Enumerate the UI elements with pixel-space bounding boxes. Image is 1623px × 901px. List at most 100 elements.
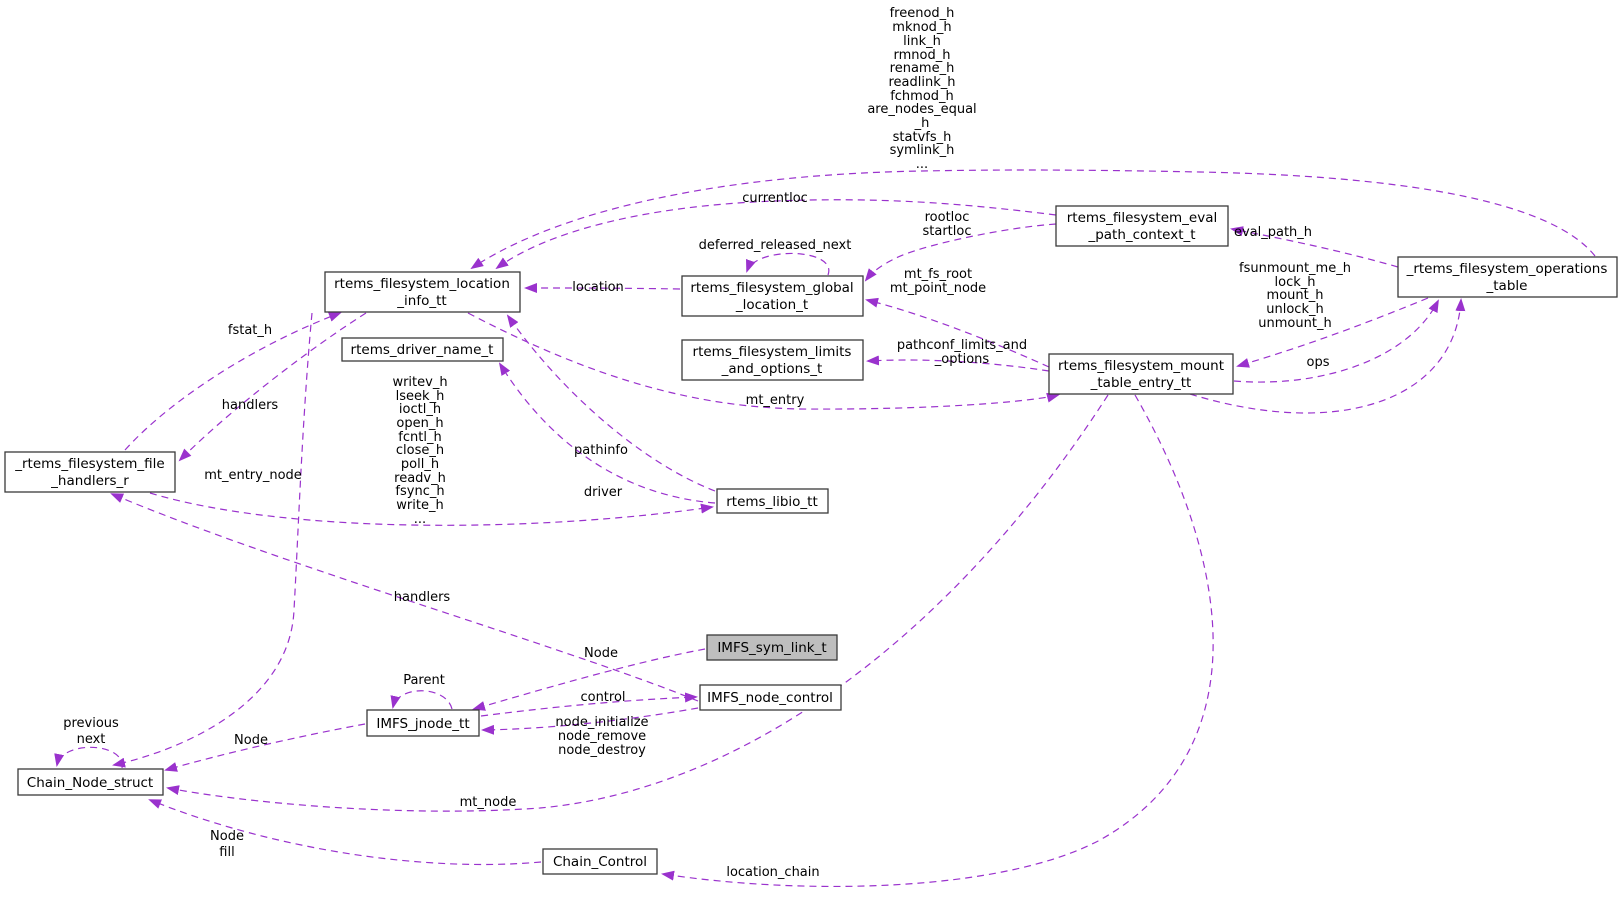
svg-text:Chain_Node_struct: Chain_Node_struct bbox=[27, 775, 153, 791]
edge-label-node-fill: Node fill bbox=[210, 829, 244, 860]
node-imfs-jnode-tt[interactable]: IMFS_jnode_tt bbox=[366, 709, 480, 737]
svg-text:startloc: startloc bbox=[923, 224, 972, 239]
svg-text:rtems_driver_name_t: rtems_driver_name_t bbox=[351, 342, 494, 358]
svg-text:_options: _options bbox=[934, 352, 990, 367]
svg-text:unlock_h: unlock_h bbox=[1266, 302, 1323, 317]
edge-control bbox=[480, 692, 698, 717]
svg-text:IMFS_jnode_tt: IMFS_jnode_tt bbox=[376, 716, 469, 732]
edge-handlers bbox=[178, 312, 367, 462]
edge-label-deferred-released-next: deferred_released_next bbox=[699, 238, 852, 253]
edge-label-handlers-libio-members: writev_h lseek_h ioctl_h open_h fcntl_h … bbox=[392, 375, 447, 527]
edge-label-fstat-h: fstat_h bbox=[228, 323, 272, 338]
svg-text:rootloc: rootloc bbox=[925, 210, 970, 225]
svg-text:_h: _h bbox=[914, 116, 930, 131]
svg-text:rtems_filesystem_location: rtems_filesystem_location bbox=[334, 276, 510, 292]
edge-node-symlink bbox=[472, 648, 706, 711]
node-imfs-node-control[interactable]: IMFS_node_control bbox=[699, 684, 842, 711]
edge-label-mt-entry-node: mt_entry_node bbox=[204, 468, 302, 483]
edge-into-ops-2 bbox=[1189, 298, 1466, 414]
node-imfs-sym-link-t[interactable]: IMFS_sym_link_t bbox=[706, 634, 838, 661]
node-chain-control[interactable]: Chain_Control bbox=[542, 848, 658, 875]
svg-text:node_remove: node_remove bbox=[558, 729, 646, 744]
svg-text:_and_options_t: _and_options_t bbox=[721, 361, 823, 377]
edge-mt-entry-node bbox=[112, 312, 313, 768]
svg-text:writev_h: writev_h bbox=[392, 375, 447, 390]
edge-label-node-2: Node bbox=[234, 733, 268, 748]
edge-location bbox=[524, 283, 681, 294]
svg-text:rtems_filesystem_mount: rtems_filesystem_mount bbox=[1058, 358, 1224, 374]
edge-label-parent: Parent bbox=[403, 673, 445, 688]
svg-text:statvfs_h: statvfs_h bbox=[893, 130, 952, 145]
edge-currentloc bbox=[495, 199, 1057, 270]
svg-text:_table_entry_tt: _table_entry_tt bbox=[1090, 375, 1192, 391]
edge-label-ops: ops bbox=[1307, 355, 1330, 370]
edge-label-currentloc: currentloc bbox=[742, 191, 808, 206]
edge-fstat-h bbox=[124, 312, 342, 451]
edge-label-mt-node: mt_node bbox=[460, 795, 517, 810]
svg-text:are_nodes_equal: are_nodes_equal bbox=[867, 102, 976, 117]
edge-ops-to-location-freenod bbox=[470, 169, 1596, 270]
svg-text:ioctl_h: ioctl_h bbox=[399, 402, 441, 417]
edge-parent-loop bbox=[390, 690, 453, 710]
edge-label-ops-location-members: freenod_h mknod_h link_h rmnod_h rename_… bbox=[867, 6, 976, 172]
svg-text:_rtems_filesystem_file: _rtems_filesystem_file bbox=[14, 456, 165, 472]
svg-text:_handlers_r: _handlers_r bbox=[50, 473, 129, 489]
edge-location-chain bbox=[661, 394, 1214, 888]
edge-label-node-control-members: node_initialize node_remove node_destroy bbox=[555, 715, 648, 758]
svg-text:rtems_filesystem_global: rtems_filesystem_global bbox=[690, 280, 853, 296]
edge-label-previous-next: previous next bbox=[63, 716, 119, 747]
node-rtems-filesystem-limits-and-options-t[interactable]: rtems_filesystem_limits _and_options_t bbox=[681, 339, 864, 381]
node-rtems-filesystem-global-location-t[interactable]: rtems_filesystem_global _location_t bbox=[681, 275, 864, 317]
svg-text:poll_h: poll_h bbox=[401, 457, 439, 472]
edge-deferred-released-next-loop bbox=[746, 252, 830, 276]
edge-previous-next-loop bbox=[54, 746, 123, 769]
edge-fsunmount-lock-mount bbox=[1236, 297, 1429, 368]
svg-text:IMFS_node_control: IMFS_node_control bbox=[707, 690, 833, 706]
edge-label-driver: driver bbox=[584, 485, 623, 500]
edge-label-rootloc-startloc: rootloc startloc bbox=[923, 210, 972, 239]
node-rtems-libio-tt[interactable]: rtems_libio_tt bbox=[716, 488, 829, 514]
edge-driver bbox=[498, 362, 716, 504]
svg-text:rename_h: rename_h bbox=[890, 61, 955, 76]
edge-label-handlers-2: handlers bbox=[394, 590, 451, 605]
svg-text:_rtems_filesystem_operations: _rtems_filesystem_operations bbox=[1406, 261, 1608, 277]
edge-mt-fs-root bbox=[865, 297, 1050, 368]
svg-text:mknod_h: mknod_h bbox=[892, 20, 951, 35]
svg-text:Chain_Control: Chain_Control bbox=[553, 854, 647, 870]
svg-text:Node: Node bbox=[210, 829, 244, 844]
edge-mt-entry bbox=[467, 312, 1060, 410]
svg-text:IMFS_sym_link_t: IMFS_sym_link_t bbox=[717, 640, 826, 656]
edge-label-mt-entry: mt_entry bbox=[746, 393, 805, 408]
node-rtems-filesystem-operations-table[interactable]: _rtems_filesystem_operations _table bbox=[1397, 256, 1618, 298]
node-rtems-filesystem-mount-table-entry-tt[interactable]: rtems_filesystem_mount _table_entry_tt bbox=[1048, 353, 1234, 395]
edge-label-node-1: Node bbox=[584, 646, 618, 661]
svg-text:readlink_h: readlink_h bbox=[888, 75, 955, 90]
svg-text:mt_fs_root: mt_fs_root bbox=[904, 267, 972, 282]
edge-node-initialize bbox=[481, 707, 699, 735]
edge-mt-node bbox=[166, 394, 1109, 812]
node-rtems-filesystem-location-info-tt[interactable]: rtems_filesystem_location _info_tt bbox=[324, 271, 521, 313]
svg-text:lseek_h: lseek_h bbox=[396, 389, 445, 404]
svg-text:...: ... bbox=[916, 157, 928, 172]
svg-text:rtems_filesystem_limits: rtems_filesystem_limits bbox=[693, 344, 852, 360]
node-rtems-driver-name-t[interactable]: rtems_driver_name_t bbox=[341, 337, 504, 362]
edge-label-eval-path-h: eval_path_h bbox=[1234, 225, 1312, 240]
svg-text:node_initialize: node_initialize bbox=[555, 715, 648, 730]
svg-text:...: ... bbox=[414, 512, 426, 527]
edge-label-pathconf: pathconf_limits_and _options bbox=[897, 338, 1027, 367]
node-chain-node-struct[interactable]: Chain_Node_struct bbox=[17, 768, 164, 796]
node-rtems-filesystem-file-handlers-r[interactable]: _rtems_filesystem_file _handlers_r bbox=[4, 451, 176, 493]
edge-eval-path-h bbox=[1230, 226, 1399, 268]
edge-label-ops-mount-members: fsunmount_me_h lock_h mount_h unlock_h u… bbox=[1239, 261, 1351, 331]
svg-text:mt_point_node: mt_point_node bbox=[890, 281, 986, 296]
svg-text:previous: previous bbox=[63, 716, 119, 731]
svg-text:pathconf_limits_and: pathconf_limits_and bbox=[897, 338, 1027, 353]
edge-writev-list bbox=[149, 492, 714, 526]
edge-label-control: control bbox=[580, 690, 625, 705]
svg-text:_location_t: _location_t bbox=[735, 297, 808, 313]
svg-text:rtems_filesystem_eval: rtems_filesystem_eval bbox=[1067, 210, 1218, 226]
svg-text:rmnod_h: rmnod_h bbox=[894, 48, 951, 63]
svg-text:_info_tt: _info_tt bbox=[396, 293, 446, 309]
node-rtems-filesystem-eval-path-context-t[interactable]: rtems_filesystem_eval _path_context_t bbox=[1055, 205, 1229, 247]
edge-label-location: location bbox=[572, 280, 624, 295]
